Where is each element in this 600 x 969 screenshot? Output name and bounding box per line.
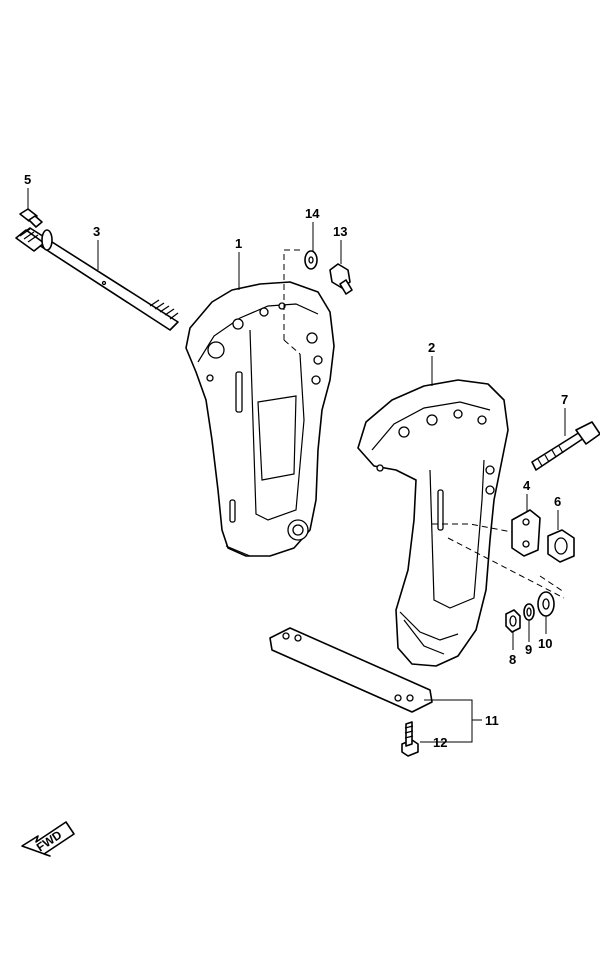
callout-3: 3: [93, 224, 100, 239]
part-9-washer: [523, 603, 535, 621]
leader-lines: [27, 188, 566, 743]
part-7-bolt: [531, 421, 600, 471]
callout-4: 4: [523, 478, 531, 493]
part-11-bar-plate: [269, 627, 433, 713]
callout-labels: 5 3 1 14 13 2 7 4 6 8 9 10 11 12: [24, 172, 568, 750]
part-10-washer: [537, 591, 555, 617]
callout-13: 13: [333, 224, 347, 239]
callout-12: 12: [433, 735, 447, 750]
part-12-bolt: [401, 721, 419, 757]
callout-2: 2: [428, 340, 435, 355]
part-14-washer: [304, 250, 318, 270]
part-8-nut: [505, 609, 521, 633]
part-1-clamp-bracket: [185, 281, 335, 557]
part-5-screw: [19, 208, 43, 228]
part-4-plate: [511, 509, 541, 557]
callout-11: 11: [485, 713, 499, 728]
callout-14: 14: [305, 206, 320, 221]
callout-5: 5: [24, 172, 31, 187]
forward-direction-arrow-icon: FWD: [21, 821, 75, 857]
callout-6: 6: [554, 494, 561, 509]
part-2-clamp-bracket: [357, 379, 509, 667]
part-6-nut: [547, 529, 575, 563]
callout-9: 9: [525, 642, 532, 657]
part-13-screw: [329, 263, 353, 295]
part-3-shaft-bolt: [15, 227, 179, 331]
callout-1: 1: [235, 236, 242, 251]
assembly-guide-lines: [283, 249, 565, 599]
callout-7: 7: [561, 392, 568, 407]
callout-8: 8: [509, 652, 516, 667]
callout-10: 10: [538, 636, 552, 651]
